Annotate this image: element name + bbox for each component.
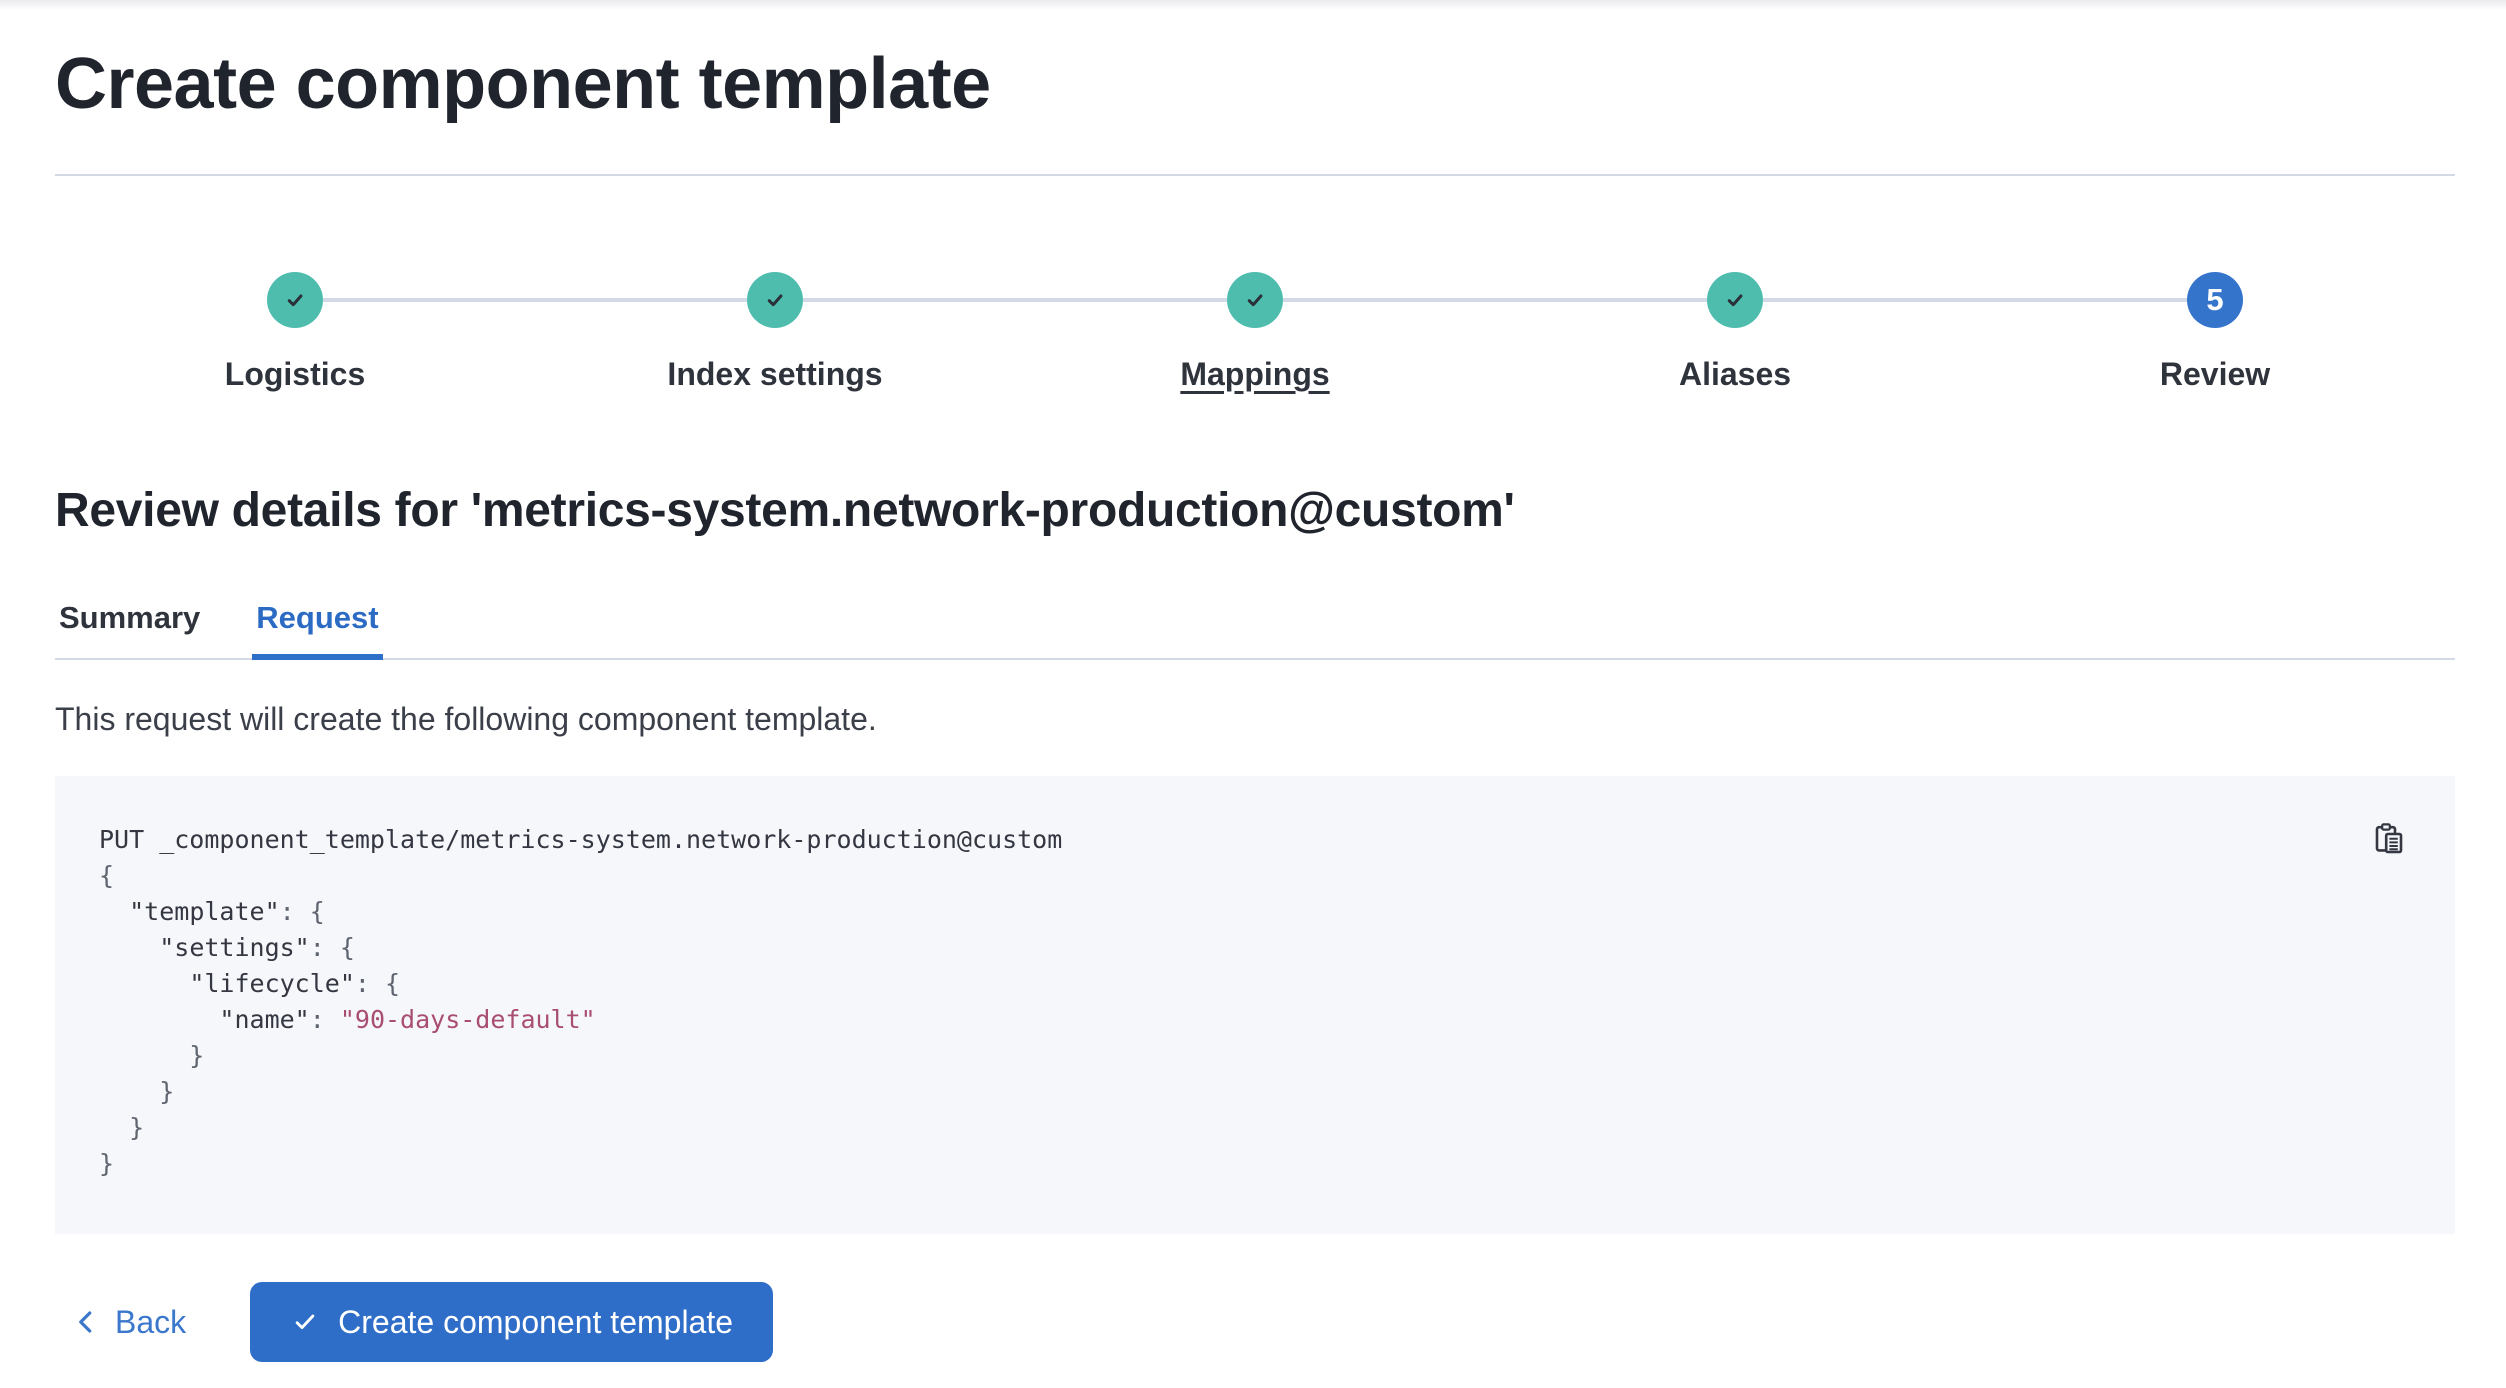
step-complete-circle[interactable] [1707,272,1763,328]
step-current-circle: 5 [2187,272,2243,328]
back-button[interactable]: Back [55,1282,202,1362]
step-complete-check-icon [1241,286,1269,314]
step-label-mappings[interactable]: Mappings [1180,356,1330,392]
tab-summary[interactable]: Summary [55,600,204,658]
back-button-label: Back [115,1303,187,1340]
check-icon [290,1307,320,1337]
copy-button[interactable] [2369,818,2409,858]
step-number: 5 [2206,282,2224,317]
code-line: "lifecycle": { [189,969,401,998]
copy-clipboard-icon [2373,822,2405,854]
step-label-aliases[interactable]: Aliases [1678,356,1792,392]
page-title: Create component template [55,44,991,124]
code-line: } [99,1077,175,1106]
step-index-settings: Index settings [323,272,1015,394]
tab-request[interactable]: Request [252,600,383,660]
review-details-heading: Review details for 'metrics-system.netwo… [55,484,1515,537]
create-component-template-page: Create component template Logistics Inde… [55,40,2455,1362]
step-review: 5 Review [1763,272,2455,394]
create-component-template-button[interactable]: Create component template [250,1282,774,1362]
code-line: { [99,861,115,890]
step-complete-check-icon [281,286,309,314]
wizard-footer: Back Create component template [55,1282,2455,1362]
wizard-stepper: Logistics Index settings Mappings [55,272,2455,394]
step-logistics: Logistics [55,272,535,394]
code-line: "settings": { [159,933,355,962]
title-divider [55,174,2455,176]
chevron-left-icon [71,1307,101,1337]
step-aliases: Aliases [1283,272,1975,394]
request-code-block: PUT _component_template/metrics-system.n… [55,776,2455,1234]
review-tabs: Summary Request [55,600,2455,660]
code-line: } [99,1113,145,1142]
code-line: "template": { [129,897,325,926]
step-complete-check-icon [761,286,789,314]
step-mappings: Mappings [803,272,1495,394]
step-complete-circle[interactable] [1227,272,1283,328]
step-label-review: Review [2159,356,2271,392]
step-complete-circle[interactable] [267,272,323,328]
code-line: } [99,1149,115,1178]
step-label-index-settings[interactable]: Index settings [667,356,883,392]
request-description: This request will create the following c… [55,701,877,737]
step-complete-check-icon [1721,286,1749,314]
top-scroll-shadow [0,0,2506,10]
create-component-template-button-label: Create component template [338,1303,734,1340]
code-line: } [99,1041,205,1070]
step-label-logistics[interactable]: Logistics [224,356,366,392]
code-line: PUT _component_template/metrics-system.n… [99,825,1063,854]
code-line: "name": "90-days-default" [219,1005,596,1034]
request-code: PUT _component_template/metrics-system.n… [99,822,2407,1182]
step-complete-circle[interactable] [747,272,803,328]
